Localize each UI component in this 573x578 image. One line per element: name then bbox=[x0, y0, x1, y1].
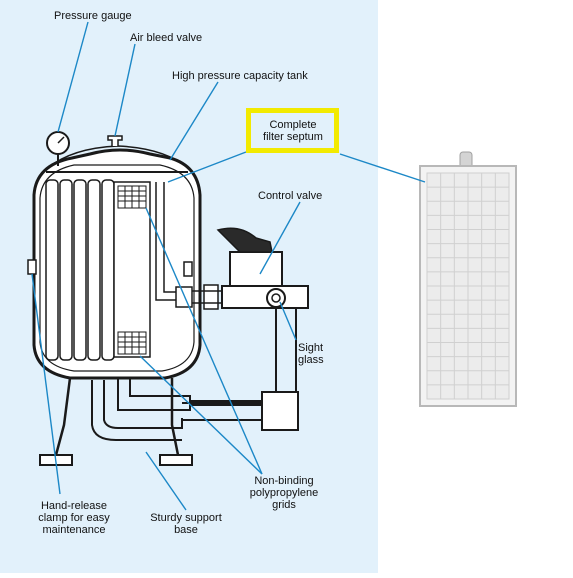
center-septum bbox=[113, 181, 151, 358]
label-hand-release-clamp: Hand-release clamp for easy maintenance bbox=[26, 500, 122, 536]
label-control-valve: Control valve bbox=[258, 190, 323, 202]
septum-plates bbox=[45, 179, 115, 361]
clamp-left bbox=[27, 259, 37, 275]
gauge-needle bbox=[57, 136, 65, 144]
control-valve-body bbox=[229, 251, 283, 289]
leader-control-valve bbox=[259, 201, 301, 275]
label-complete-filter-septum: Complete filter septum bbox=[254, 119, 332, 143]
grid-top bbox=[117, 185, 147, 209]
leader-sight-glass bbox=[279, 301, 297, 341]
union-nut bbox=[203, 284, 219, 310]
label-clamp-line1: Hand-release bbox=[40, 500, 108, 512]
support-leg-left bbox=[54, 377, 72, 456]
sight-glass-window bbox=[271, 293, 281, 303]
label-grids: Non-binding polypropylene grids bbox=[236, 475, 332, 511]
label-base-line1: Sturdy support bbox=[150, 512, 222, 524]
control-valve-lower bbox=[221, 285, 309, 309]
leader-septum-to-photo bbox=[339, 153, 426, 183]
support-base-right bbox=[159, 454, 193, 466]
label-grids-line2: polypropylene bbox=[249, 487, 319, 499]
label-complete-filter-septum-line1: Complete bbox=[269, 119, 317, 131]
leader-high-pressure-tank bbox=[169, 81, 219, 161]
label-clamp-line3: maintenance bbox=[42, 524, 106, 536]
lower-elbow bbox=[91, 380, 183, 441]
grid-bottom bbox=[117, 331, 147, 355]
outlet-pipe bbox=[117, 378, 270, 411]
leader-lines bbox=[31, 21, 426, 511]
return-elbow bbox=[261, 391, 299, 431]
leader-grids-2 bbox=[145, 207, 263, 475]
label-sight-glass-line1: Sight bbox=[298, 342, 324, 354]
label-air-bleed-valve: Air bleed valve bbox=[130, 32, 203, 44]
outlet-coupling bbox=[175, 286, 193, 308]
clamp-right bbox=[183, 261, 193, 277]
label-sturdy-support-base: Sturdy support base bbox=[140, 512, 232, 536]
filter-machine bbox=[27, 131, 309, 466]
label-pressure-gauge: Pressure gauge bbox=[54, 10, 132, 22]
leader-air-bleed-valve bbox=[114, 43, 136, 137]
return-pipe bbox=[275, 308, 297, 392]
leader-grids bbox=[139, 355, 263, 475]
leader-septum-to-tank bbox=[167, 151, 247, 183]
leader-base bbox=[145, 451, 187, 511]
label-high-pressure-tank: High pressure capacity tank bbox=[172, 70, 308, 82]
label-sight-glass: Sight glass bbox=[298, 342, 324, 366]
tank-liner bbox=[39, 164, 195, 372]
label-clamp-line2: clamp for easy bbox=[38, 512, 110, 524]
label-grids-line3: grids bbox=[272, 499, 296, 511]
support-leg-right bbox=[170, 378, 180, 456]
control-valve-handle bbox=[216, 227, 273, 253]
leader-clamp bbox=[31, 273, 61, 495]
internal-riser bbox=[155, 182, 176, 301]
label-complete-filter-septum-line2: filter septum bbox=[263, 131, 323, 143]
septum-highlight-frame bbox=[246, 108, 339, 153]
label-sight-glass-line2: glass bbox=[298, 354, 324, 366]
label-grids-line1: Non-binding bbox=[254, 475, 314, 487]
septum-element-photo bbox=[419, 151, 517, 407]
label-base-line2: base bbox=[174, 524, 198, 536]
leader-pressure-gauge bbox=[57, 21, 89, 133]
septum-element-grid bbox=[427, 173, 509, 399]
